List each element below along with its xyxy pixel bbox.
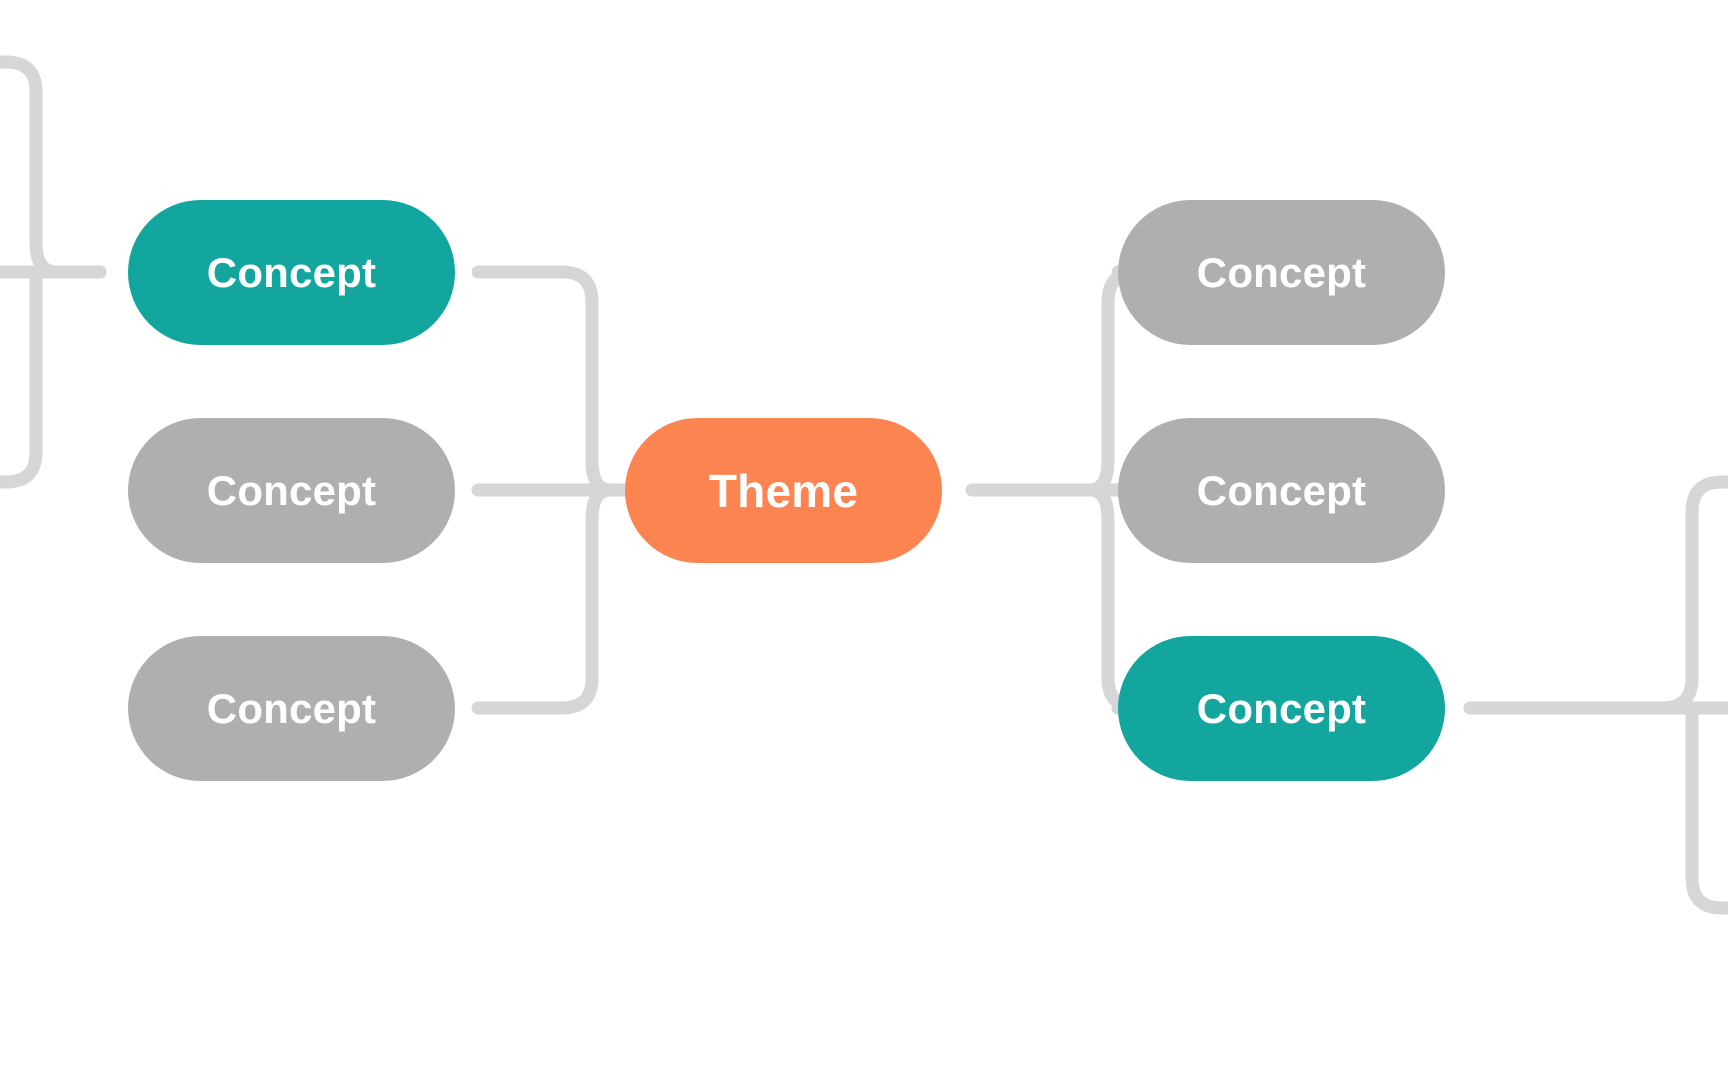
concept-node-right-1-label: Concept <box>1196 248 1367 296</box>
concept-node-left-2-label: Concept <box>206 466 377 514</box>
concept-node-left-1-label: Concept <box>206 248 377 296</box>
edge-left-concept-3-to-trunk <box>471 483 617 715</box>
edge-left-concept-1-to-trunk <box>471 265 617 497</box>
edge-offscreen-left-upper <box>0 55 107 279</box>
concept-node-left-2[interactable]: Concept <box>128 418 455 563</box>
edge-offscreen-right-lower <box>1685 701 1728 915</box>
theme-node[interactable]: Theme <box>625 418 942 563</box>
concept-node-right-2-label: Concept <box>1196 466 1367 514</box>
concept-node-right-1[interactable]: Concept <box>1118 200 1445 345</box>
concept-node-left-3[interactable]: Concept <box>128 636 455 781</box>
theme-node-label: Theme <box>708 464 859 517</box>
edge-offscreen-right-upper <box>1463 475 1728 715</box>
concept-node-left-3-label: Concept <box>206 684 377 732</box>
concept-node-right-3[interactable]: Concept <box>1118 636 1445 781</box>
concept-node-right-3-label: Concept <box>1196 684 1367 732</box>
edge-offscreen-left-lower <box>0 265 43 489</box>
concept-node-left-1[interactable]: Concept <box>128 200 455 345</box>
concept-node-right-2[interactable]: Concept <box>1118 418 1445 563</box>
